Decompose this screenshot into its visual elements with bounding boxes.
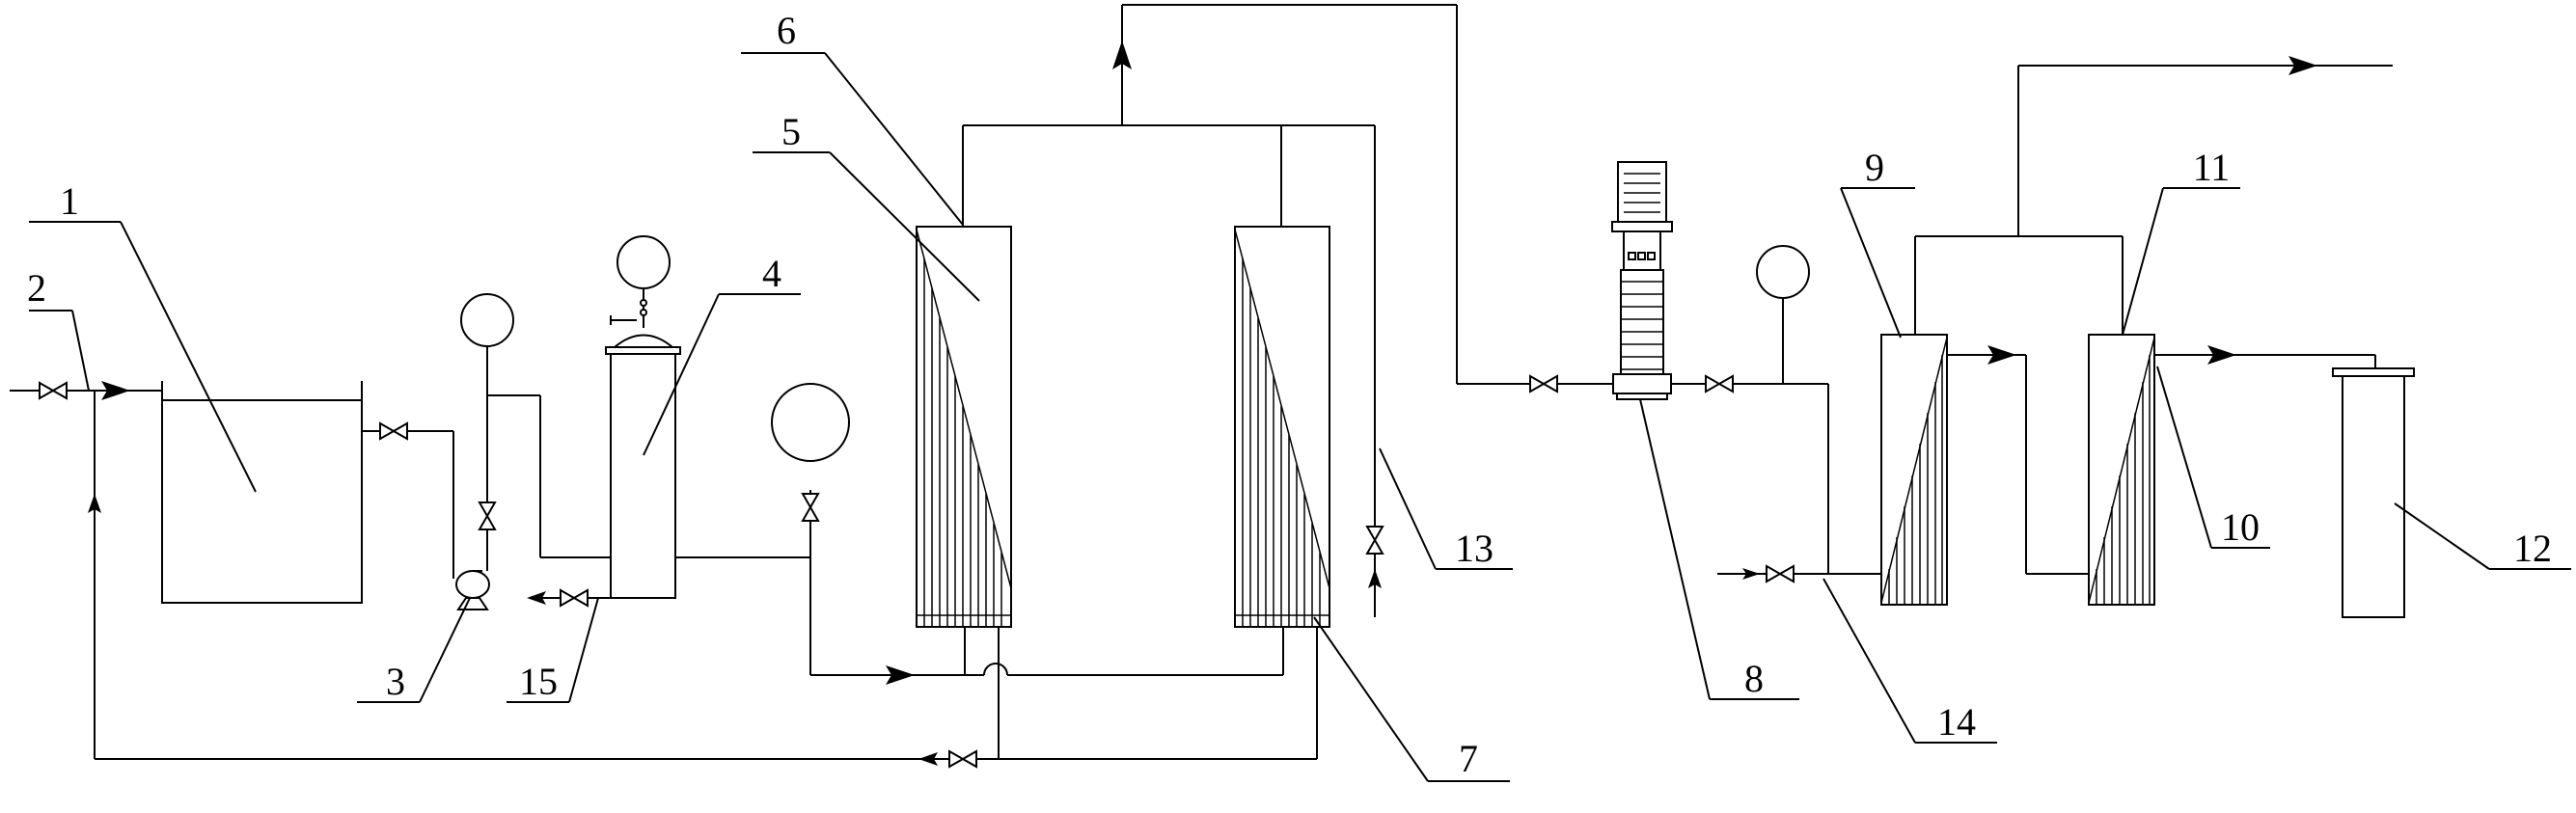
tank-outlet-valve [379,422,408,440]
label-4: 4 [762,252,781,295]
recycle-valve [948,750,977,768]
label-5: 5 [781,110,801,153]
callout-labels: 1 2 3 4 5 6 7 8 9 10 11 12 13 14 15 [27,9,2552,780]
pressure-gauge-3 [1756,245,1810,299]
membrane-hatch-4 [2096,355,2151,605]
recycle-line [88,391,1318,768]
label-14: 14 [1937,700,1976,744]
membrane-module-3 [1880,334,1948,606]
storage-tank [2332,367,2415,618]
pump-discharge-valve [479,501,496,530]
high-pressure-pump [1611,161,1673,400]
membrane-module-1 [916,226,1012,628]
inlet-valve [39,382,68,399]
label-8: 8 [1744,657,1764,700]
pressure-gauge-2 [771,383,850,462]
filter-outlet-pipe [675,383,1284,685]
filter-drain-valve [560,589,589,607]
cartridge-filter [605,235,681,599]
label-3: 3 [386,660,405,703]
label-7: 7 [1459,737,1478,780]
pump2-discharge-pipe [1671,245,1881,583]
membrane-feed-valve [802,493,819,522]
pump2-discharge-valve [1705,375,1734,393]
pressure-gauge-filter [617,235,671,289]
feed-pump [455,570,490,610]
membrane-hatch-3 [1888,355,1943,605]
label-13: 13 [1455,527,1494,570]
membrane-hatch-1 [923,258,1002,627]
pressure-gauge-1 [460,293,514,347]
header-valve [1366,526,1384,555]
pump2-inlet-valve [1529,375,1558,393]
label-6: 6 [777,9,796,52]
label-1: 1 [60,179,79,223]
membrane-module-2 [1234,226,1330,628]
feed-tank [161,381,363,604]
label-2: 2 [27,266,46,310]
membrane-module-4 [2088,334,2155,606]
stage2-piping [1914,56,2393,575]
stage2-feed-valve [1766,565,1795,583]
tank-outlet-pipe [362,422,454,579]
membrane-hatch-2 [1242,258,1321,627]
leader-lines [29,52,2571,782]
permeate-header [962,4,1613,617]
label-15: 15 [519,660,558,703]
pump-discharge-pipe [460,293,611,571]
inlet-pipe [10,381,162,400]
label-10: 10 [2221,505,2260,549]
label-11: 11 [2193,146,2231,189]
label-9: 9 [1865,146,1884,189]
label-12: 12 [2513,527,2552,570]
